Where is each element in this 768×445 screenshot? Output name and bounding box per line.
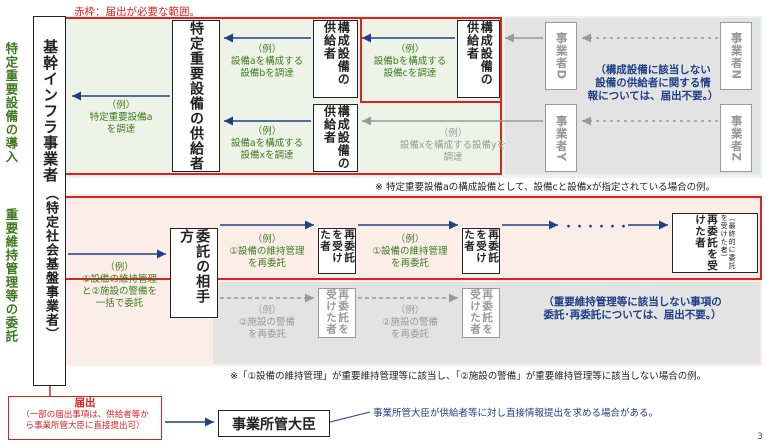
operator-title: 基幹インフラ事業者 <box>41 39 60 183</box>
component-supplier-box-3: 構成設備の供給者 <box>457 20 500 98</box>
minister-box: 事業所管大臣 <box>218 410 330 437</box>
consign-section-label: 重要維持管理等の委託 <box>3 208 19 343</box>
example-gray-1: （例） ②施設の警備 を再委託 <box>238 305 296 340</box>
example-resub-1: （例） ①設備の維持管理 を再委託 <box>229 234 305 269</box>
business-d-box: 事業者D <box>545 22 577 90</box>
filing-title: 届出 <box>74 397 96 409</box>
business-z-box: 事業者Z <box>720 104 752 172</box>
request-connector <box>329 411 371 423</box>
component-supplier-box-1: 構成設備の供給者 <box>313 20 358 98</box>
resubcontractor-box-1: 再委託を受けた者 <box>318 228 356 274</box>
tokutei-supplier-box: 特定重要設備の供給者 <box>172 20 220 172</box>
resubcontractor-gray-box-1: 再委託を受けた者 <box>318 288 356 338</box>
business-n-box: 事業者N <box>720 22 752 90</box>
continuation-dots: ・・・・・・ <box>563 220 629 233</box>
business-y-box: 事業者Y <box>545 104 577 172</box>
filing-box: 届出 （一部の届出事項は、供給者等か ら事業所管大臣に直接提出可） <box>8 396 162 440</box>
red-frame-section1-small <box>360 17 502 103</box>
gray-info-section2: （重要維持管理等に該当しない事項の 委託･再委託については、届出不要。） <box>543 296 722 322</box>
example-procure-x: （例） 設備aを構成する 設備xを調達 <box>230 126 304 161</box>
gray-info-section1: （構成設備に該当しない 設備の供給者に関する情 報については、届出不要。） <box>587 64 719 103</box>
operator-subtitle: （特定社会基盤事業者） <box>42 187 58 341</box>
example-gray-2: （例） ②施設の警備 を再委託 <box>381 305 439 340</box>
component-supplier-box-2: 構成設備の供給者 <box>313 104 358 172</box>
consign-partner-box: 委託の相手方 <box>170 228 218 318</box>
footnote-section2: ※「①設備の維持管理」が重要維持管理等に該当し、「②施設の警備」が重要維持管理等… <box>230 371 707 382</box>
example-consign-main: （例） ①設備の維持管理 と②施設の警備を 一括で委託 <box>81 262 158 309</box>
resubcontractor-final-box: 再委託を受けた者 （最終的に委託を受けた者） <box>672 213 758 273</box>
footnote-section1: ※ 特定重要設備aの構成設備として、設備cと設備xが指定されている場合の例。 <box>375 182 716 193</box>
example-procure-b: （例） 設備aを構成する 設備bを調達 <box>230 44 304 79</box>
example-procure-y: （例） 設備xを構成する設備yを 調達 <box>399 128 507 163</box>
example-resub-2: （例） ①設備の維持管理 を再委託 <box>372 234 448 269</box>
resubcontractor-gray-box-2: 再委託を受けた者 <box>462 288 500 338</box>
page-number: 3 <box>757 432 763 442</box>
red-frame-note: 赤枠：届出が必要な範囲。 <box>74 6 200 18</box>
request-note: 事業所管大臣が供給者等に対し直接情報提出を求める場合がある。 <box>373 408 659 419</box>
resubcontractor-box-2: 再委託を受けた者 <box>462 228 500 274</box>
filing-subtitle: （一部の届出事項は、供給者等か ら事業所管大臣に直接提出可） <box>21 410 149 431</box>
example-procure-a: （例） 特定重要設備a を調達 <box>89 100 153 135</box>
operator-box: 基幹インフラ事業者 （特定社会基盤事業者） <box>33 16 66 386</box>
example-procure-c: （例） 設備bを構成する 設備cを調達 <box>373 44 447 79</box>
intro-section-label: 特定重要設備の導入 <box>3 42 19 164</box>
